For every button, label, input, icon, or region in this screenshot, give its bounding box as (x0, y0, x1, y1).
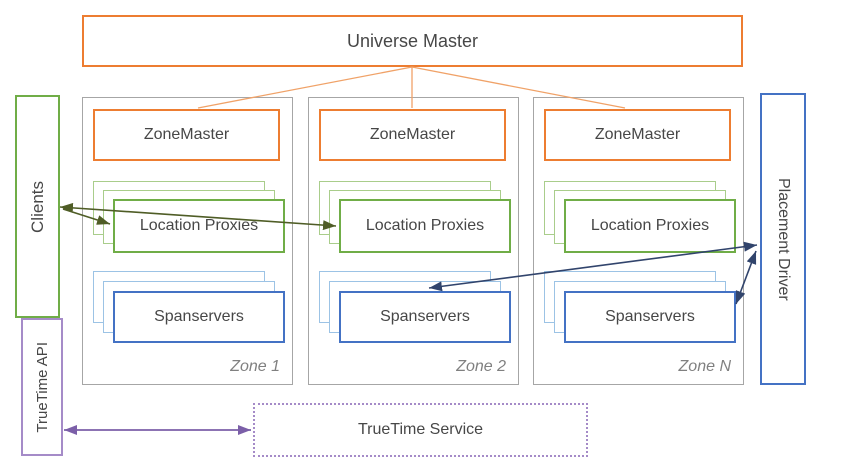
zone-n-spanservers-box: Spanservers (564, 291, 736, 343)
placement-driver-label: Placement Driver (775, 177, 792, 301)
location-proxies-label: Location Proxies (365, 217, 485, 234)
truetime-service-box: TrueTime Service (253, 403, 588, 457)
spanservers-label: Spanservers (380, 308, 470, 325)
truetime-service-label: TrueTime Service (357, 421, 484, 438)
universe-master-label: Universe Master (346, 30, 479, 51)
universe-master-box: Universe Master (82, 15, 743, 67)
zone-2-container: ZoneMaster Location Proxies Spanservers … (308, 97, 519, 385)
zonemaster-label: ZoneMaster (369, 126, 456, 143)
zone-2-spanservers-box: Spanservers (339, 291, 511, 343)
zone-2-zonemaster-box: ZoneMaster (319, 109, 506, 161)
zone-n-location-proxies-box: Location Proxies (564, 199, 736, 253)
zone-1-spanservers-box: Spanservers (113, 291, 285, 343)
zone-1-container: ZoneMaster Location Proxies Spanservers … (82, 97, 293, 385)
placement-driver-box: Placement Driver (760, 93, 806, 385)
zone-1-location-proxies-box: Location Proxies (113, 199, 285, 253)
truetime-api-label: TrueTime API (33, 341, 51, 433)
zone-2-location-proxies-box: Location Proxies (339, 199, 511, 253)
truetime-api-box: TrueTime API (21, 318, 63, 456)
zone-n-container: ZoneMaster Location Proxies Spanservers … (533, 97, 744, 385)
clients-label: Clients (27, 180, 47, 233)
zone-n-label: Zone N (678, 358, 731, 375)
location-proxies-label: Location Proxies (139, 217, 259, 234)
location-proxies-label: Location Proxies (590, 217, 710, 234)
spanservers-label: Spanservers (605, 308, 695, 325)
clients-box: Clients (15, 95, 60, 318)
zonemaster-label: ZoneMaster (143, 126, 230, 143)
zone-1-label: Zone 1 (230, 358, 280, 375)
zone-n-zonemaster-box: ZoneMaster (544, 109, 731, 161)
zone-2-label: Zone 2 (456, 358, 506, 375)
zone-1-zonemaster-box: ZoneMaster (93, 109, 280, 161)
spanservers-label: Spanservers (154, 308, 244, 325)
zonemaster-label: ZoneMaster (594, 126, 681, 143)
